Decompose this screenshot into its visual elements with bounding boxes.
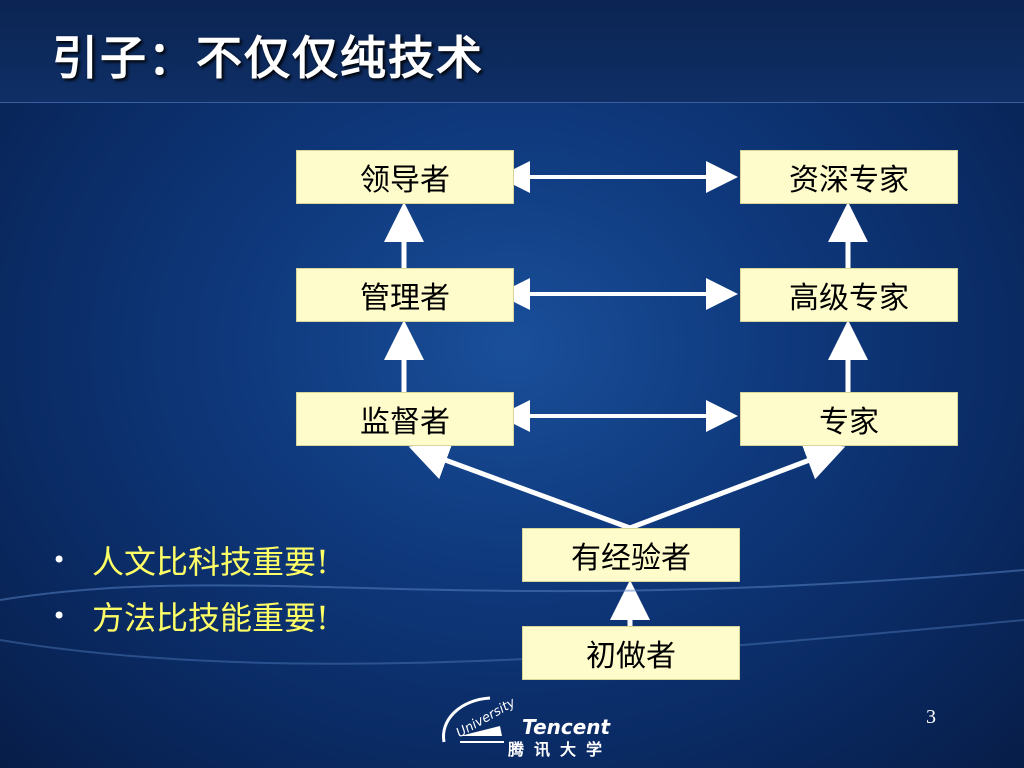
node-supervisor: 监督者 (296, 392, 514, 446)
node-manager: 管理者 (296, 268, 514, 322)
page-number: 3 (926, 706, 936, 728)
arrow-experienced-to-supervisor (408, 441, 631, 531)
logo-cn-text: 腾讯大学 (508, 740, 613, 759)
title-bar: 引子：不仅仅纯技术 (0, 0, 1024, 103)
bullet-item: • 方法比技能重要! (52, 588, 329, 644)
arrow-experienced-to-expert (629, 441, 846, 531)
bullet-icon: • (52, 602, 67, 630)
slide-title: 引子：不仅仅纯技术 (52, 31, 484, 85)
node-beginner: 初做者 (522, 626, 740, 680)
bullet-list: • 人文比科技重要! • 方法比技能重要! (52, 532, 329, 644)
bullet-text: 方法比技能重要! (92, 599, 329, 637)
logo-brand-text: Tencent (522, 715, 612, 739)
node-leader: 领导者 (296, 150, 514, 204)
bullet-text: 人文比科技重要! (92, 543, 329, 581)
node-advanced-expert: 高级专家 (740, 268, 958, 322)
decorative-swoosh (0, 569, 1024, 601)
bullet-item: • 人文比科技重要! (52, 532, 329, 588)
tencent-university-logo: University Tencent (442, 695, 612, 743)
decorative-swoosh-2 (0, 619, 1024, 665)
node-senior-expert: 资深专家 (740, 150, 958, 204)
bullet-icon: • (52, 546, 67, 574)
node-experienced: 有经验者 (522, 528, 740, 582)
node-expert: 专家 (740, 392, 958, 446)
